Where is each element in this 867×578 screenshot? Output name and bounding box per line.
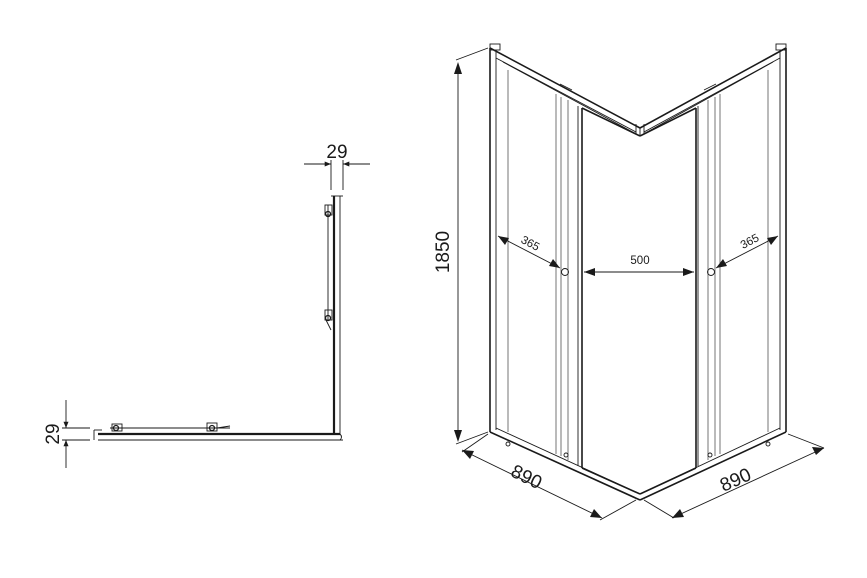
dimension-wall-left: 29 [43,400,90,468]
isometric-view: 1850 890 890 365 [433,43,825,521]
dimension-entry-left: 365 [497,234,561,269]
dimension-height: 1850 [433,47,489,445]
dimension-label-wall-left: 29 [43,423,64,444]
plan-view: 29 29 [43,142,370,468]
dimension-label-width-right: 890 [717,465,755,497]
dimension-label-entry-left: 365 [519,234,542,254]
dimension-label-entry-right: 365 [739,232,762,252]
corner-door [581,107,697,495]
right-side-panel [639,47,787,501]
dimension-entry-right: 365 [715,232,779,269]
dimension-width-right: 890 [643,433,825,519]
top-fittings [489,43,787,91]
dimension-label-height: 1850 [433,231,454,273]
dimension-label-width-left: 890 [507,461,545,494]
left-side-panel [489,47,641,501]
plan-vertical-profile [324,195,343,434]
dimension-wall-top: 29 [304,142,370,190]
dimension-label-entry-center: 500 [630,255,649,267]
dimension-width-left: 890 [461,433,637,521]
dimension-label-wall-top: 29 [326,142,347,163]
plan-horizontal-profile [93,422,343,441]
dimension-entry-center: 500 [584,255,694,276]
